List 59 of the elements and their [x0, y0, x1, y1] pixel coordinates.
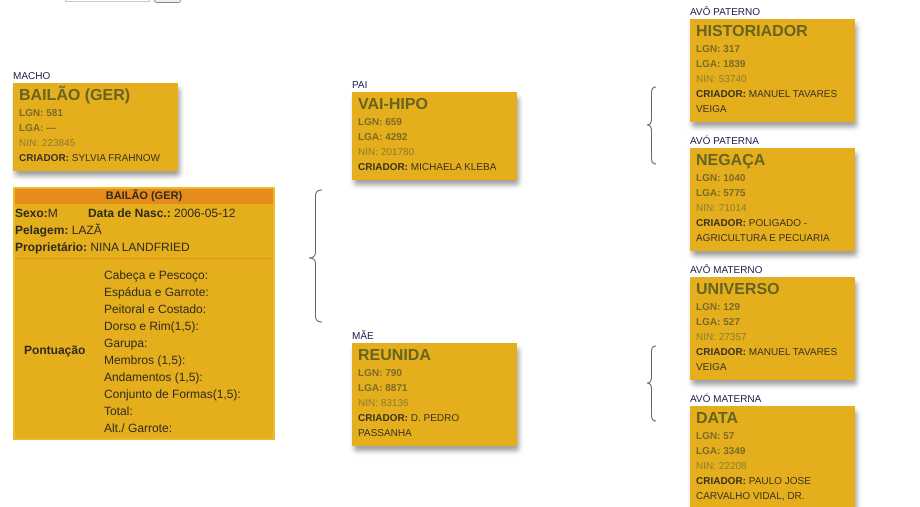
horse-name: VAI-HIPO: [358, 95, 428, 115]
registry-line: LGA: 4292: [358, 131, 408, 145]
registry-line: LGN: 1040: [696, 172, 746, 186]
registry-line: NIN: 27357: [696, 331, 747, 345]
score-item: Andamentos (1,5):: [104, 369, 203, 386]
relation-label: AVÔ MATERNO: [690, 264, 762, 277]
registry-line: LGN: 659: [358, 116, 402, 130]
score-item: Cabeça e Pescoço:: [104, 267, 208, 284]
score-item: Peitoral e Costado:: [104, 301, 206, 318]
breeder-line: CRIADOR: PAULO JOSE CARVALHO VIDAL, DR.: [696, 475, 812, 504]
registry-line: LGN: 129: [696, 301, 740, 315]
breeder-line: CRIADOR: SYLVIA FRAHNOW: [19, 152, 160, 166]
score-item: Total:: [104, 403, 133, 420]
registry-line: LGN: 317: [696, 43, 740, 57]
info-field: Proprietário: NINA LANDFRIED: [15, 239, 190, 256]
horse-name: HISTORIADOR: [696, 22, 808, 42]
score-item: Membros (1,5):: [104, 352, 186, 369]
registry-line: NIN: 223845: [19, 137, 76, 151]
relation-label: AVÓ MATERNA: [690, 393, 762, 406]
registry-line: NIN: 71014: [696, 202, 747, 216]
breeder-line: CRIADOR: MANUEL TAVARES VEIGA: [696, 88, 838, 117]
relation-label: MACHO: [13, 70, 50, 83]
score-item: Garupa:: [104, 335, 148, 352]
horse-name: UNIVERSO: [696, 280, 780, 300]
score-item: Espádua e Garrote:: [104, 284, 209, 301]
registry-line: LGA: ---: [19, 122, 56, 136]
registry-line: LGA: 5775: [696, 187, 746, 201]
breeder-line: CRIADOR: MANUEL TAVARES VEIGA: [696, 346, 838, 375]
registry-line: LGA: 3349: [696, 445, 746, 459]
registry-line: NIN: 53740: [696, 73, 747, 87]
registry-line: LGN: 581: [19, 107, 63, 121]
score-item: Dorso e Rim(1,5):: [104, 318, 199, 335]
horse-name: DATA: [696, 409, 738, 429]
registry-line: LGN: 790: [358, 367, 402, 381]
score-item: Conjunto de Formas(1,5):: [104, 386, 241, 403]
registry-line: NIN: 22208: [696, 460, 747, 474]
breeder-line: CRIADOR: MICHAELA KLEBA: [358, 161, 496, 175]
relation-label: AVÓ PATERNA: [690, 135, 759, 148]
table-header: BAILÃO (GER): [15, 189, 273, 204]
registry-line: LGA: 527: [696, 316, 740, 330]
registry-line: LGA: 8871: [358, 382, 408, 396]
info-field: Sexo:M: [15, 205, 58, 222]
score-heading: Pontuação: [24, 342, 86, 359]
breeder-line: CRIADOR: D. PEDRO PASSANHA: [358, 412, 460, 441]
relation-label: PAI: [352, 79, 368, 92]
breeder-line: CRIADOR: POLIGADO - AGRICULTURA E PECUARIA: [696, 217, 831, 246]
info-panel: [13, 187, 275, 440]
info-field: Pelagem: LAZÃ: [15, 222, 102, 239]
relation-label: MÃE: [352, 330, 374, 343]
registry-line: LGN: 57: [696, 430, 734, 444]
horse-name: REUNIDA: [358, 346, 431, 366]
registry-line: NIN: 201780: [358, 146, 414, 160]
score-item: Alt./ Garrote:: [104, 420, 172, 437]
registry-line: LGA: 1839: [696, 58, 746, 72]
horse-name: BAILÃO (GER): [19, 86, 130, 106]
horse-name: NEGAÇA: [696, 151, 766, 171]
registry-line: NIN: 83136: [358, 397, 409, 411]
info-field: Data de Nasc.: 2006-05-12: [88, 205, 236, 222]
relation-label: AVÔ PATERNO: [690, 6, 760, 19]
